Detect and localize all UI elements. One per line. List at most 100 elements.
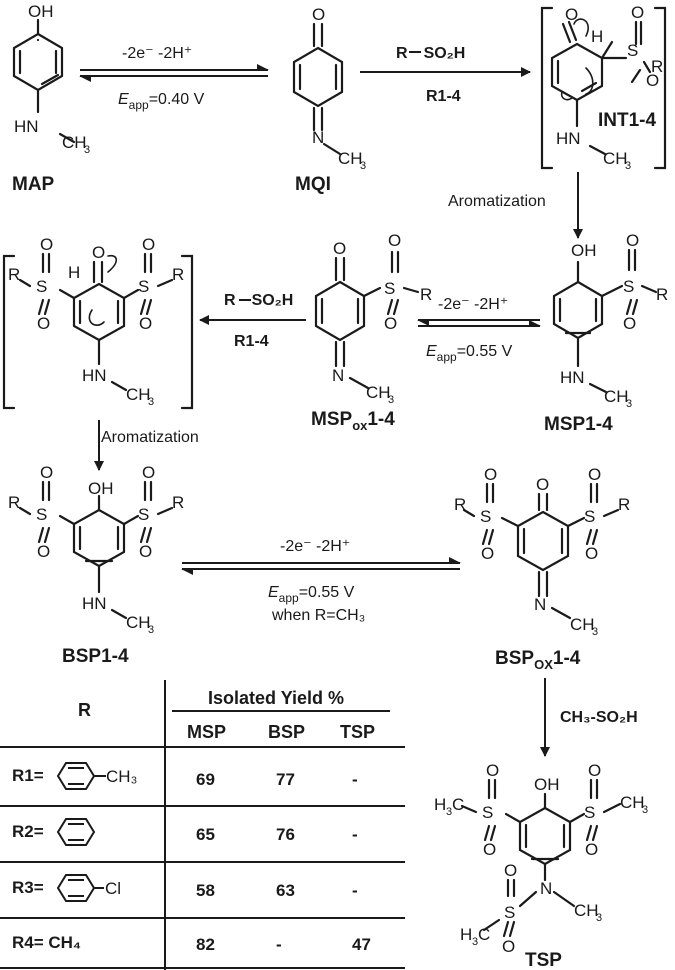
svg-text:3: 3 (148, 396, 154, 408)
benzene-ring-icon (56, 762, 106, 790)
svg-text:O: O (481, 544, 494, 563)
condition-potential-1: Eapp=0.40 V (118, 91, 205, 112)
svg-text:3: 3 (84, 144, 90, 156)
cell-tsp: - (352, 881, 358, 900)
svg-text:S: S (623, 277, 634, 296)
bsp-structure (18, 480, 174, 620)
svg-text:R: R (656, 285, 668, 304)
bsp-ox-structure (462, 482, 620, 620)
cell-bsp: 63 (276, 881, 295, 900)
svg-text:OH: OH (88, 479, 114, 498)
svg-text:HN: HN (82, 594, 107, 613)
cell-tsp: - (352, 770, 358, 789)
svg-text:O: O (588, 761, 601, 780)
map-structure (12, 18, 76, 144)
msp-structure (552, 248, 658, 394)
table-header-yield: Isolated Yield % (208, 688, 344, 708)
svg-text:O: O (333, 239, 346, 258)
svg-text:R: R (172, 265, 184, 284)
condition-potential-2: Eapp=0.55 V (426, 343, 513, 364)
svg-text:N: N (540, 879, 552, 898)
svg-text:O: O (585, 840, 598, 859)
row-label: R3= (12, 878, 44, 897)
svg-text:C: C (478, 925, 490, 944)
svg-text:CH: CH (574, 901, 599, 920)
svg-text:O: O (40, 463, 53, 482)
condition-aromatization-1: Aromatization (448, 193, 546, 210)
svg-text:CH: CH (603, 149, 628, 168)
svg-text:S: S (627, 41, 638, 60)
svg-text:C: C (452, 795, 464, 814)
cell-bsp: - (276, 935, 282, 954)
table-col-tsp: TSP (340, 722, 375, 742)
svg-text:HN: HN (556, 129, 581, 148)
svg-text:HN: HN (560, 368, 585, 387)
condition-r14-2: R1-4 (234, 333, 269, 350)
svg-text:O: O (588, 465, 601, 484)
substituent: CH₃ (106, 767, 137, 786)
tsp-structure (460, 778, 622, 938)
svg-text:O: O (486, 761, 499, 780)
svg-text:CH: CH (126, 613, 151, 632)
table-col-bsp: BSP (268, 722, 305, 742)
svg-text:3: 3 (148, 624, 154, 636)
compound-label-msp: MSP1-4 (544, 414, 613, 435)
compound-label-bsp-ox: BSPOX1-4 (495, 648, 581, 672)
svg-text:O: O (40, 235, 53, 254)
compound-label-int: INT1-4 (598, 110, 657, 131)
svg-text:OH: OH (571, 241, 597, 260)
svg-text:CH: CH (620, 793, 645, 812)
svg-text:S: S (584, 507, 595, 526)
benzene-ring-icon (56, 818, 96, 846)
table-row: R1= CH₃ 69 77 - (12, 762, 358, 790)
compound-label-bsp: BSP1-4 (62, 646, 129, 667)
row-label: R1= (12, 766, 44, 785)
cell-msp: 65 (196, 825, 215, 844)
svg-text:S: S (138, 277, 149, 296)
row-label: R4= CH₄ (12, 933, 81, 952)
svg-text:S: S (584, 803, 595, 822)
svg-text:HN: HN (82, 366, 107, 385)
svg-text:3: 3 (388, 394, 394, 406)
svg-text:S: S (482, 803, 493, 822)
svg-text:O: O (585, 544, 598, 563)
svg-text:S: S (138, 505, 149, 524)
condition-r14-1: R1-4 (426, 88, 461, 105)
compound-label-mqi: MQI (295, 174, 331, 195)
svg-text:O: O (312, 5, 325, 24)
condition-when: when R=CH₃ (271, 607, 365, 624)
svg-text:OH: OH (534, 775, 560, 794)
svg-text:S: S (504, 903, 515, 922)
svg-text:3: 3 (472, 936, 478, 948)
table-col-msp: MSP (187, 722, 226, 742)
svg-text:O: O (37, 314, 50, 333)
cell-bsp: 76 (276, 825, 295, 844)
svg-text:3: 3 (625, 160, 631, 172)
svg-text:N: N (332, 366, 344, 385)
cell-msp: 82 (196, 935, 215, 954)
svg-text:O: O (92, 243, 105, 262)
cell-tsp: 47 (352, 935, 371, 954)
compound-label-tsp: TSP (525, 950, 562, 970)
cell-tsp: - (352, 825, 358, 844)
condition-aromatization-2: Aromatization (101, 429, 199, 446)
svg-text:CH: CH (604, 387, 629, 406)
svg-text:O: O (139, 314, 152, 333)
svg-text:O: O (139, 542, 152, 561)
svg-text:O: O (631, 3, 644, 22)
svg-text:O: O (37, 542, 50, 561)
svg-text:R: R (420, 285, 432, 304)
svg-text:OH: OH (28, 2, 54, 21)
svg-text:CH: CH (366, 383, 391, 402)
cell-msp: 58 (196, 881, 215, 900)
svg-text:O: O (565, 5, 578, 24)
svg-text:O: O (626, 231, 639, 250)
svg-text:CH: CH (570, 615, 595, 634)
svg-text:R: R (172, 493, 184, 512)
svg-text:R: R (618, 495, 630, 514)
int-structure (540, 6, 667, 170)
svg-text:HN: HN (14, 117, 39, 136)
table-row: R4= CH₄ 82 - 47 (12, 933, 371, 954)
condition-redox-2: -2e⁻ -2H⁺ (438, 296, 508, 313)
